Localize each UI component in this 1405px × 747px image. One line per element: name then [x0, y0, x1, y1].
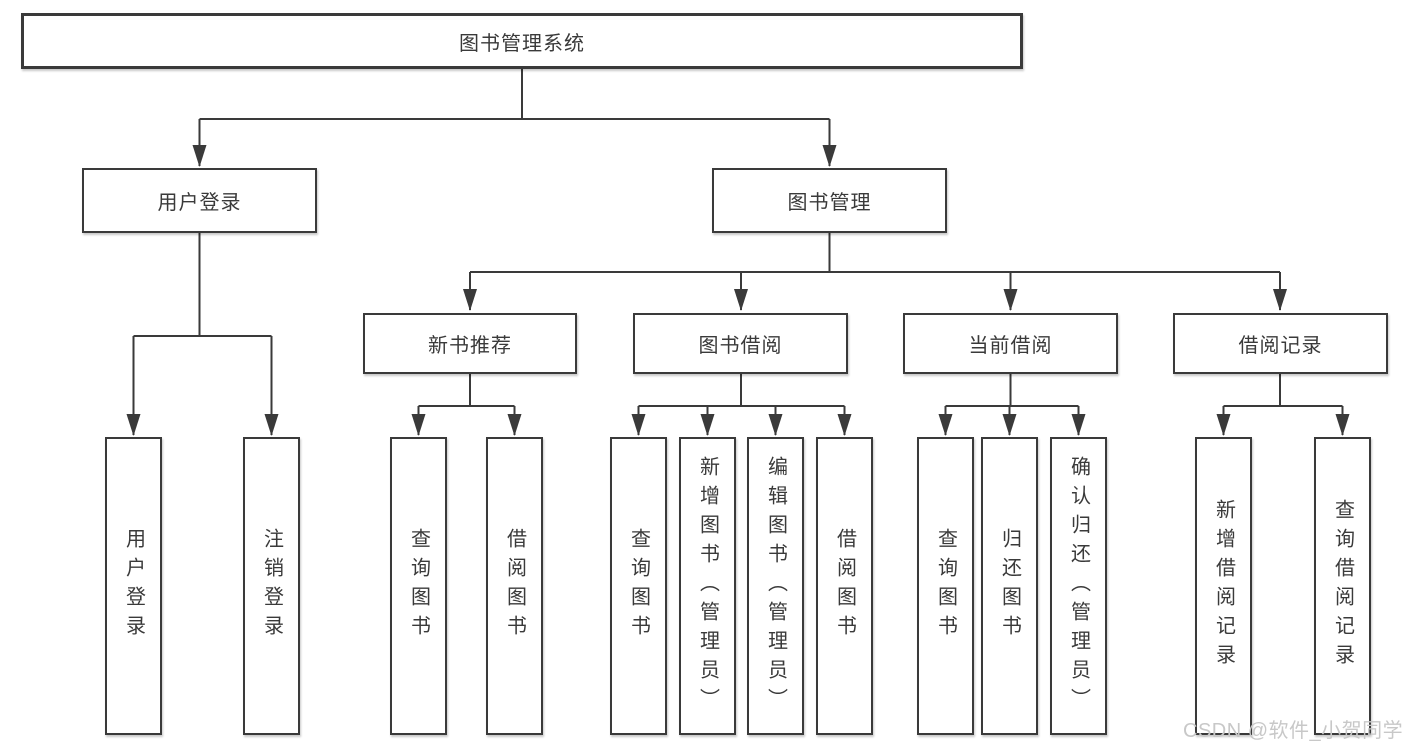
leaf-return-books: 归还图书: [981, 437, 1038, 735]
leaf-label: 借阅图书: [503, 528, 526, 644]
leaf-label: 编辑图书（管理员）: [764, 455, 787, 717]
node-label: 图书管理: [787, 192, 872, 214]
leaf-label: 归还图书: [998, 528, 1021, 644]
node-user-login: 用户登录: [82, 168, 317, 233]
leaf-label: 借阅图书: [833, 528, 856, 644]
leaf-add-books-admin: 新增图书（管理员）: [679, 437, 736, 735]
node-current-borrowing: 当前借阅: [903, 313, 1118, 374]
node-label: 图书管理系统: [459, 32, 585, 55]
node-label: 借阅记录: [1238, 335, 1323, 357]
leaf-add-borrow-record: 新增借阅记录: [1195, 437, 1252, 735]
leaf-user-login: 用户登录: [105, 437, 162, 735]
csdn-watermark: CSDN @软件_小贺同学: [1183, 720, 1404, 742]
leaf-query-books-borrow: 查询图书: [610, 437, 667, 735]
leaf-borrow-books: 借阅图书: [816, 437, 873, 735]
leaf-label: 注销登录: [260, 528, 283, 644]
leaf-query-borrow-record: 查询借阅记录: [1314, 437, 1371, 735]
node-label: 用户登录: [157, 192, 242, 214]
node-borrowing-records: 借阅记录: [1173, 313, 1388, 374]
node-new-book-recommend: 新书推荐: [363, 313, 577, 374]
leaf-edit-books-admin: 编辑图书（管理员）: [747, 437, 804, 735]
leaf-label: 新增借阅记录: [1212, 499, 1235, 673]
leaf-label: 查询图书: [934, 528, 957, 644]
leaf-label: 查询借阅记录: [1331, 499, 1354, 673]
leaf-query-books-current: 查询图书: [917, 437, 974, 735]
leaf-label: 新增图书（管理员）: [696, 455, 719, 717]
leaf-logout: 注销登录: [243, 437, 300, 735]
leaf-borrow-books-recommend: 借阅图书: [486, 437, 543, 735]
node-label: 新书推荐: [428, 335, 512, 357]
leaf-query-books-recommend: 查询图书: [390, 437, 447, 735]
leaf-label: 用户登录: [122, 528, 145, 644]
leaf-label: 查询图书: [627, 528, 650, 644]
node-book-borrowing: 图书借阅: [633, 313, 848, 374]
leaf-label: 确认归还（管理员）: [1067, 455, 1090, 717]
node-label: 图书借阅: [698, 335, 783, 357]
leaf-label: 查询图书: [407, 528, 430, 644]
node-label: 当前借阅: [968, 335, 1053, 357]
node-library-management-system: 图书管理系统: [21, 13, 1023, 69]
node-book-management: 图书管理: [712, 168, 947, 233]
leaf-confirm-return-admin: 确认归还（管理员）: [1050, 437, 1107, 735]
